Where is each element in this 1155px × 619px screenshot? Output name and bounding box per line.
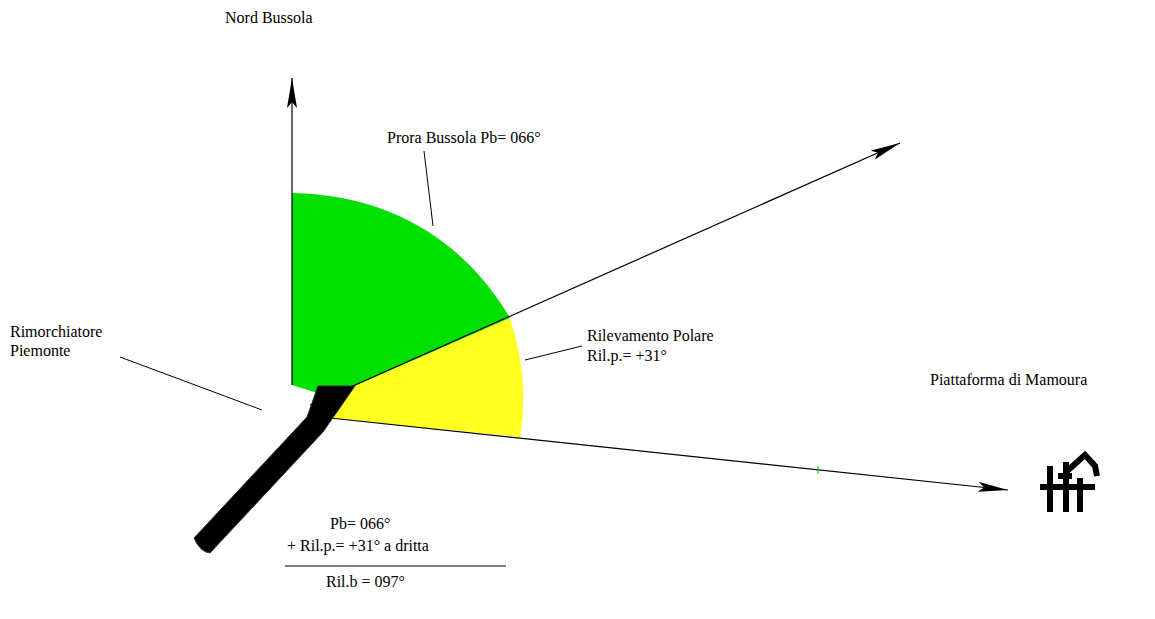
heading-arrow xyxy=(310,143,900,405)
bearing-value: Ril.p.= +31° xyxy=(587,346,667,365)
vessel-label: Rimorchiatore Piemonte xyxy=(10,322,102,360)
leader-line xyxy=(120,357,262,410)
leader-line xyxy=(525,346,582,360)
platform-icon xyxy=(1040,455,1097,512)
bearing-sector xyxy=(330,318,523,437)
heading-label: Prora Bussola Pb= 066° xyxy=(387,128,541,147)
north-arrow xyxy=(291,78,292,385)
tick-mark xyxy=(818,466,819,474)
bearing-label: Rilevamento Polare xyxy=(587,326,714,345)
leader-line xyxy=(424,151,433,226)
bearing-arrow xyxy=(330,418,1008,490)
sum-term: Pb= 066° xyxy=(330,514,390,533)
target-label: Piattaforma di Mamoura xyxy=(930,370,1087,389)
axis-label: Nord Bussola xyxy=(225,8,313,27)
sum-term: + Ril.p.= +31° a dritta xyxy=(287,536,429,555)
sum-rule xyxy=(285,566,506,567)
sum-result: Ril.b = 097° xyxy=(326,572,405,591)
